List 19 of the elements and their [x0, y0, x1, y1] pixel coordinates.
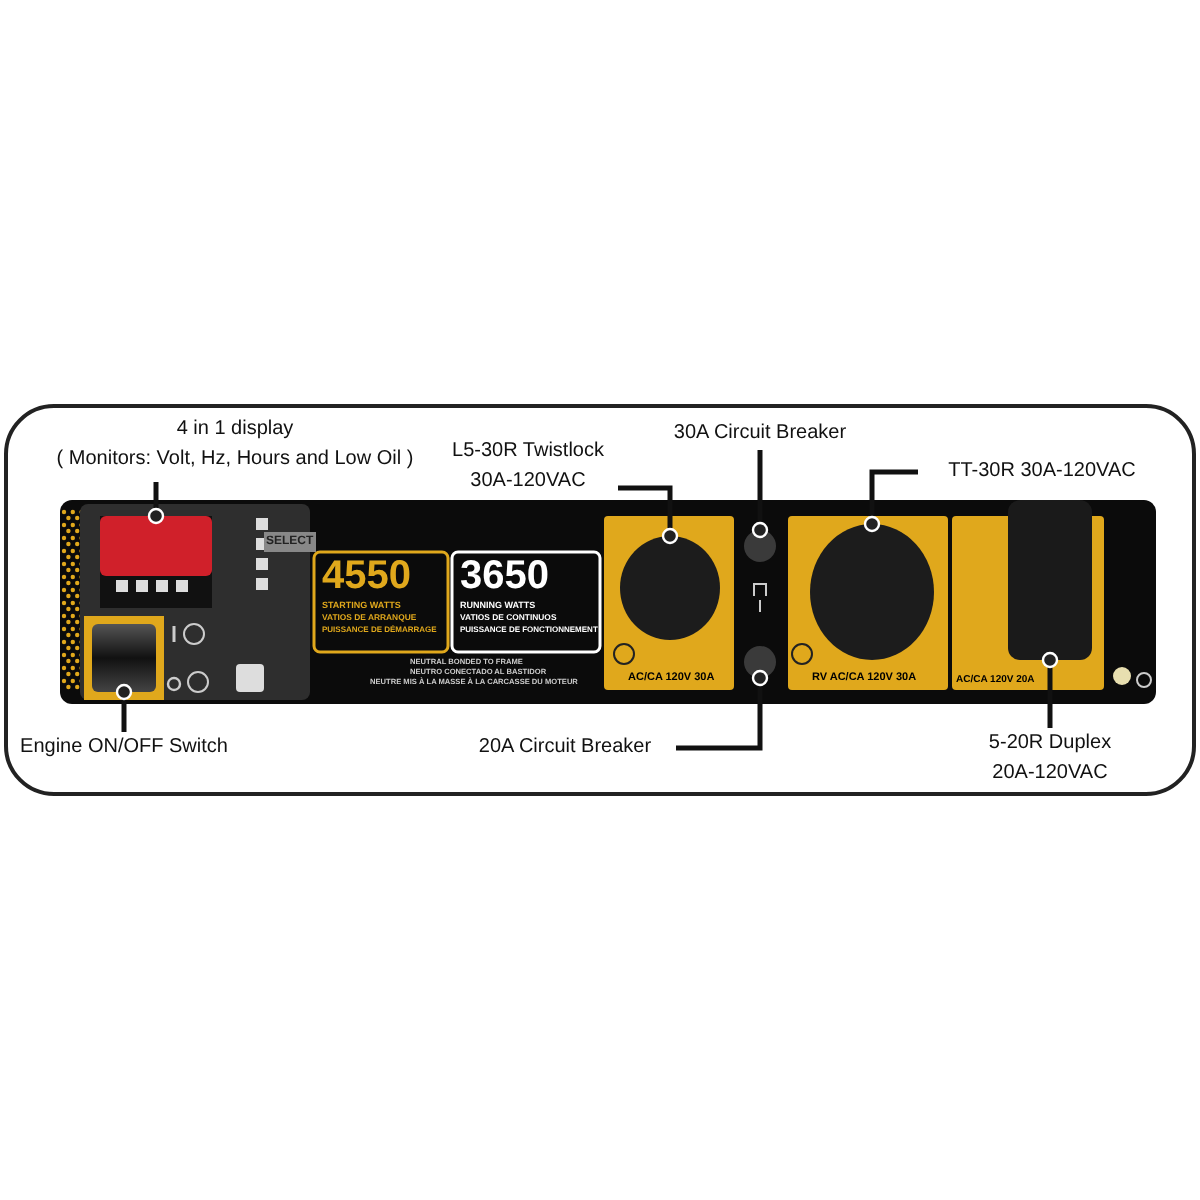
leader-line [618, 485, 679, 545]
callout-text: 30A Circuit Breaker [671, 420, 849, 448]
leader-line [1041, 651, 1059, 728]
leader-line [751, 450, 769, 539]
rocker-switch [92, 624, 156, 692]
leader-line [147, 482, 165, 525]
duplex-outlet [1008, 500, 1092, 660]
callout-text: 4 in 1 display [174, 416, 296, 444]
wattage-number: 3650 [460, 556, 549, 596]
callout-text: Engine ON/OFF Switch [18, 734, 230, 762]
callout-text: 5-20R Duplex 20A-120VAC [986, 730, 1114, 788]
callout-text: L5-30R Twistlock 30A-120VAC [450, 438, 606, 496]
wattage-number: 4550 [322, 556, 411, 596]
leader-line [115, 683, 133, 732]
callout-text: 20A Circuit Breaker [476, 734, 654, 762]
leader-line [863, 469, 918, 533]
leader-line [676, 669, 769, 751]
callout-text: TT-30R 30A-120VAC [946, 458, 1138, 486]
display-screen [100, 516, 212, 576]
